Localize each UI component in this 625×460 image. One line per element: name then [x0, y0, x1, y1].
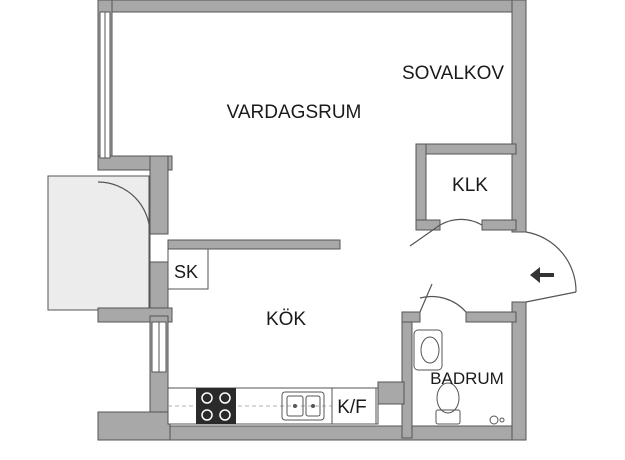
wall-right-upper [511, 0, 527, 233]
label-kok: KÖK [266, 309, 306, 330]
washbasin-icon [413, 329, 443, 371]
label-badrum: BADRUM [430, 369, 504, 388]
wall-klk-bottom-right [481, 219, 517, 231]
bathroom-fixtures [413, 329, 505, 425]
closet-sk [167, 248, 209, 290]
wall-bottom-left [97, 411, 171, 441]
wall-left-pier-top [149, 155, 169, 235]
walls [97, 0, 527, 441]
door-entrance [525, 231, 577, 293]
wall-top [97, 0, 527, 13]
entrance-arrow-icon [530, 267, 554, 283]
doors [97, 181, 577, 313]
partition-kitchen [167, 239, 341, 250]
wall-bath-pier [377, 381, 405, 405]
balcony [47, 175, 150, 311]
wall-bath-top-left [401, 311, 421, 323]
door-bathroom [419, 295, 467, 313]
wall-klk-bottom-left [415, 219, 441, 231]
door-balcony [97, 181, 151, 235]
label-sk: SK [174, 262, 198, 282]
sink-icon [281, 391, 325, 421]
label-klk: KLK [452, 175, 488, 196]
partitions [167, 143, 517, 439]
stove-icon [196, 388, 236, 424]
wall-bath-left [401, 311, 413, 439]
floor-drain-icon [489, 415, 505, 425]
windows [99, 11, 167, 373]
label-vardagsrum: VARDAGSRUM [227, 102, 362, 123]
label-sovalkov: SOVALKOV [402, 63, 504, 84]
door-klk [439, 218, 483, 226]
wall-klk-left [415, 143, 427, 225]
wall-right-lower [511, 301, 527, 441]
wall-bath-top-right [465, 311, 517, 323]
wall-klk-top [415, 143, 517, 155]
label-kf: K/F [337, 397, 367, 418]
toilet-icon [435, 382, 461, 425]
fridge-freezer [331, 387, 377, 425]
kitchen-counter [167, 387, 379, 425]
